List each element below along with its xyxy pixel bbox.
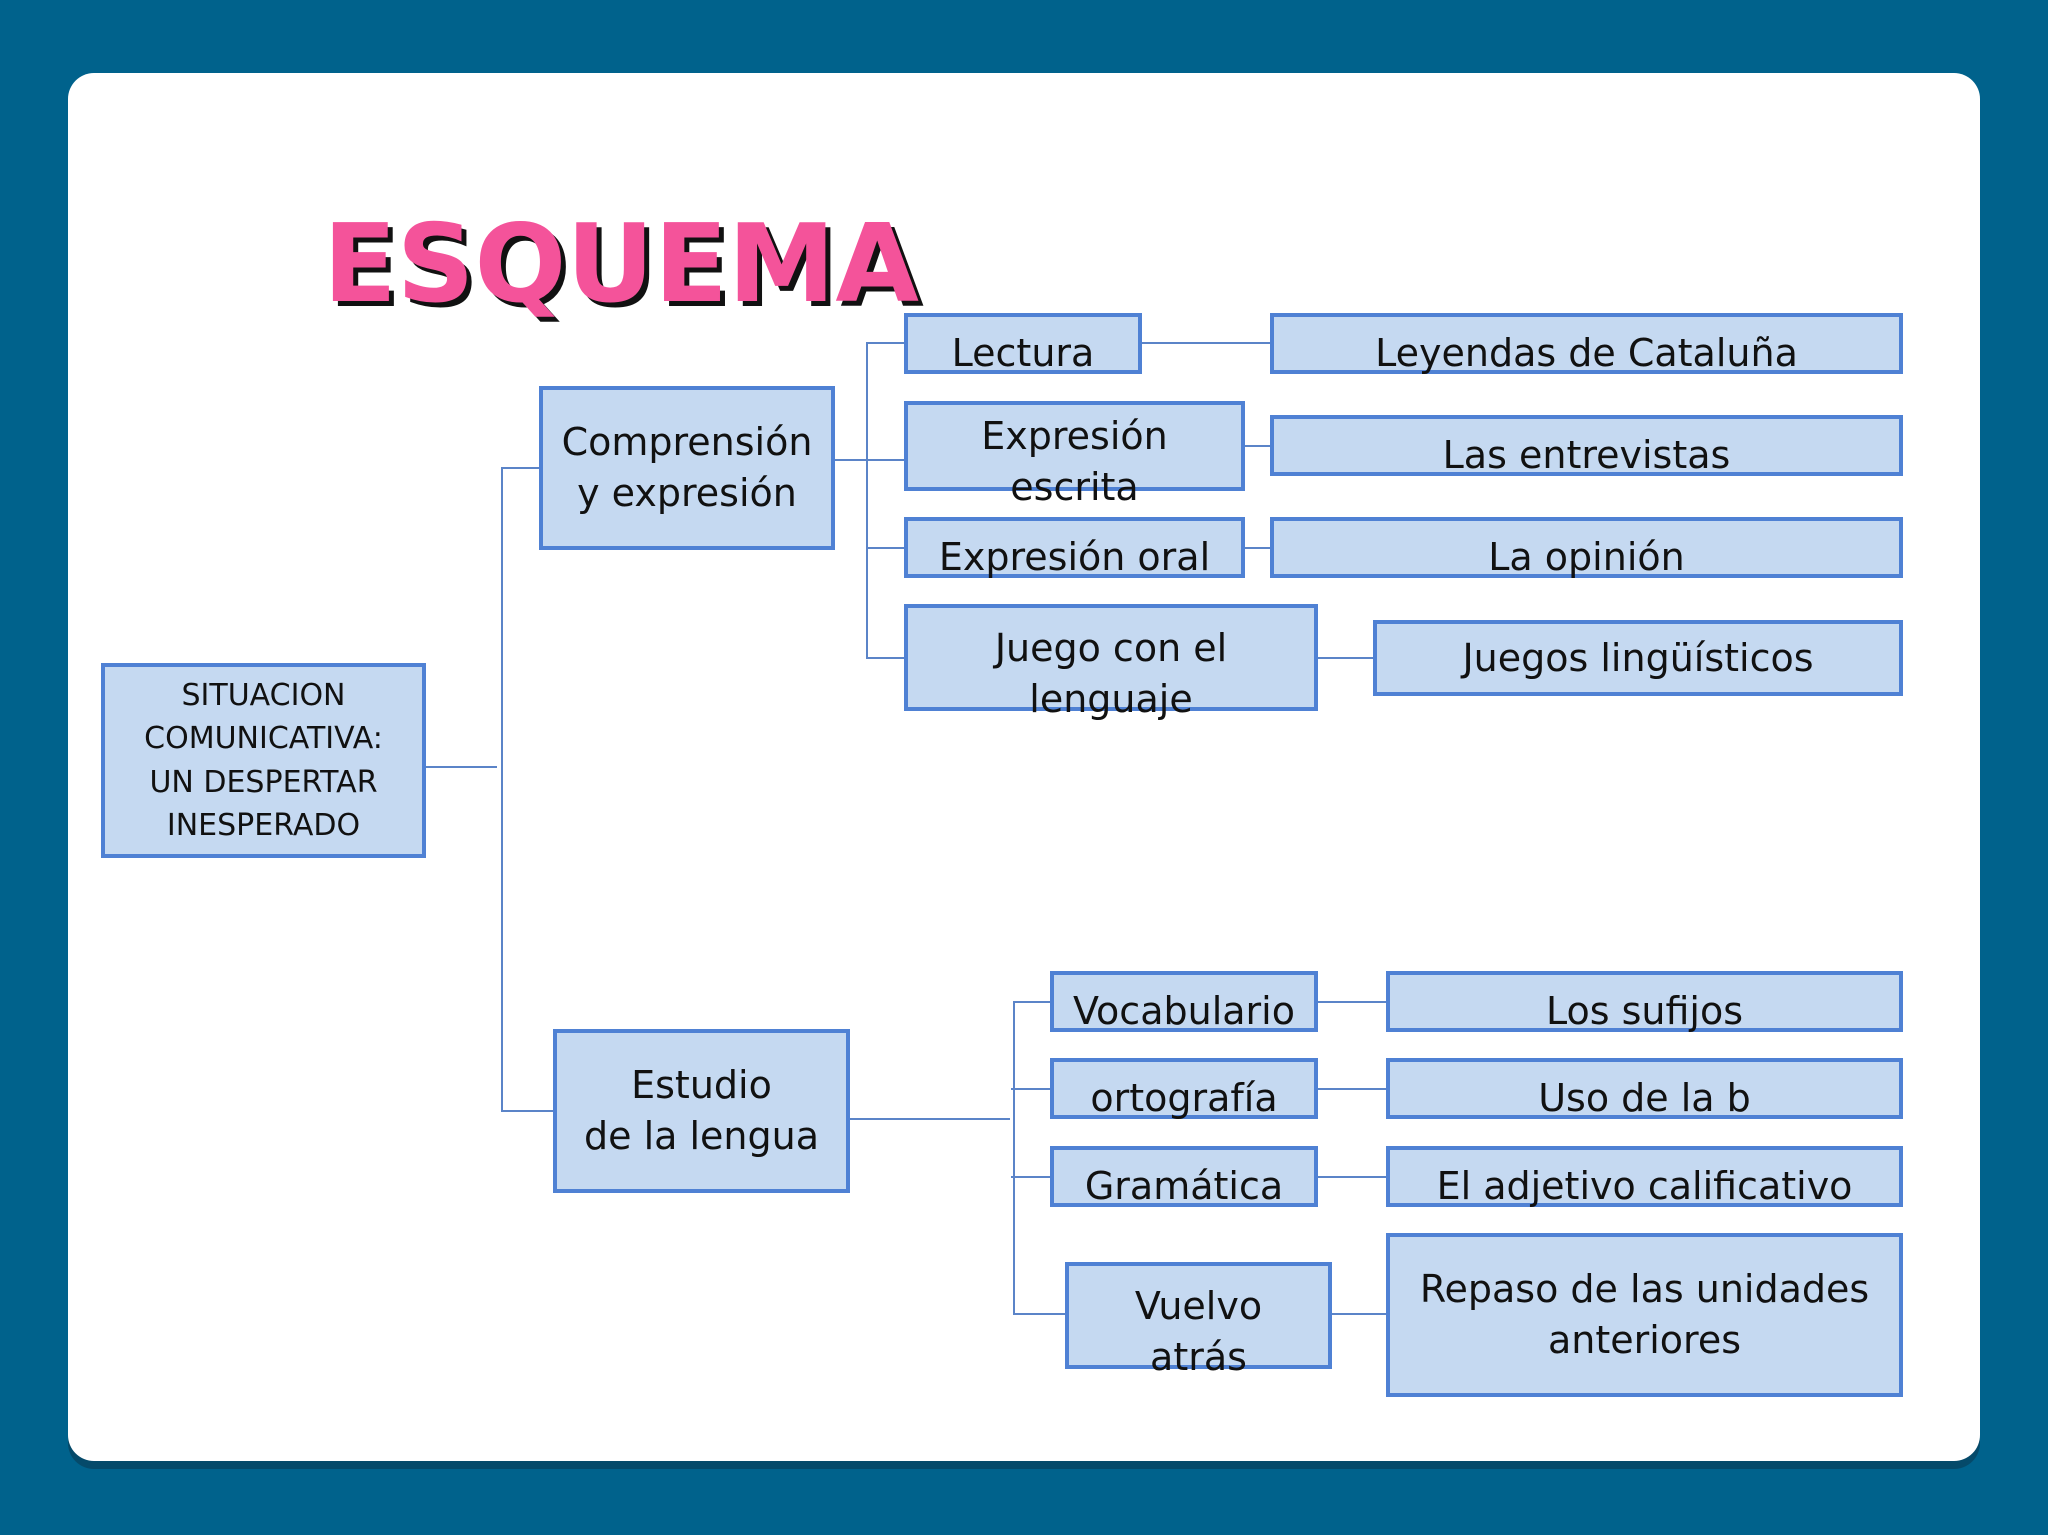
item-node-juego-lenguaje: Juego con el lenguaje — [904, 604, 1318, 721]
root-node: SITUACION COMUNICATIVA: UN DESPERTAR INE… — [101, 663, 426, 858]
item-label: Vocabulario — [1073, 989, 1295, 1034]
detail-node-entrevistas: Las entrevistas — [1270, 415, 1903, 477]
detail-label: Uso de la b — [1538, 1076, 1751, 1121]
detail-label: La opinión — [1488, 535, 1685, 580]
item-node-expresion-oral: Expresión oral — [904, 517, 1245, 579]
detail-label: El adjetivo calificativo — [1436, 1164, 1853, 1209]
item-label: ortografía — [1090, 1076, 1278, 1121]
item-node-lectura: Lectura — [904, 313, 1142, 375]
branch-label: Estudio de la lengua — [583, 1063, 819, 1158]
root-label: SITUACION COMUNICATIVA: UN DESPERTAR INE… — [144, 677, 383, 844]
branch-label: Comprensión y expresión — [561, 420, 813, 515]
item-node-ortografia: ortografía — [1050, 1058, 1318, 1120]
detail-node-adjetivo: El adjetivo calificativo — [1386, 1146, 1903, 1208]
item-node-vocabulario: Vocabulario — [1050, 971, 1318, 1033]
item-label: Gramática — [1084, 1164, 1284, 1209]
detail-label: Juegos lingüísticos — [1462, 635, 1814, 680]
item-node-expresion-escrita: Expresión escrita — [904, 401, 1245, 509]
branch-node-estudio: Estudio de la lengua — [553, 1029, 850, 1193]
detail-label: Leyendas de Cataluña — [1375, 331, 1798, 376]
item-label: Lectura — [951, 331, 1095, 376]
detail-node-juegos: Juegos lingüísticos — [1373, 620, 1903, 696]
item-label: Juego con el lenguaje — [994, 625, 1228, 721]
item-node-gramatica: Gramática — [1050, 1146, 1318, 1208]
item-label: Vuelvo atrás — [1134, 1283, 1263, 1379]
detail-node-opinion: La opinión — [1270, 517, 1903, 579]
detail-label: Los sufijos — [1545, 989, 1744, 1034]
detail-node-uso-b: Uso de la b — [1386, 1058, 1903, 1120]
item-label: Expresión oral — [938, 535, 1211, 580]
page-title: ESQUEMA — [323, 202, 919, 327]
detail-label: Repaso de las unidades anteriores — [1419, 1267, 1870, 1362]
item-node-vuelvo-atras: Vuelvo atrás — [1065, 1262, 1332, 1379]
detail-node-leyendas: Leyendas de Cataluña — [1270, 313, 1903, 375]
detail-node-repaso: Repaso de las unidades anteriores — [1386, 1233, 1903, 1397]
item-label: Expresión escrita — [981, 414, 1168, 509]
detail-node-sufijos: Los sufijos — [1386, 971, 1903, 1033]
branch-node-comprension: Comprensión y expresión — [539, 386, 835, 550]
detail-label: Las entrevistas — [1442, 433, 1731, 478]
